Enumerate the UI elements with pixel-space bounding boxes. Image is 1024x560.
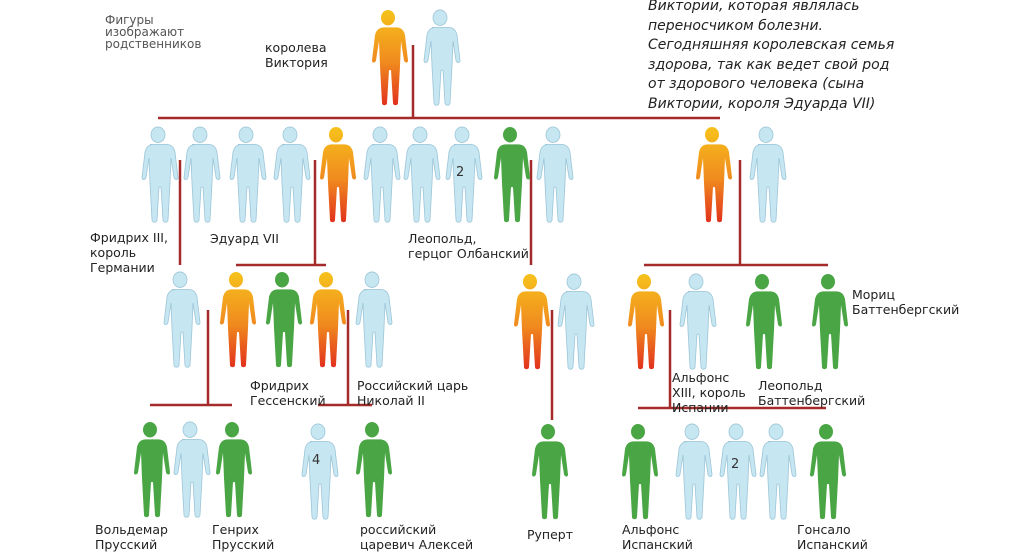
label-friedrich3: Фридрих III, король Германии (90, 230, 168, 275)
carrier-person-figure (372, 9, 408, 106)
healthy-person-figure (229, 126, 267, 223)
label-alfonso13: Альфонс XIII, король Испании (672, 370, 746, 415)
label-alfonso: Альфонс Испанский (622, 522, 693, 552)
healthy-person-figure (445, 126, 483, 223)
figures (134, 9, 848, 520)
carrier-person-figure (320, 126, 356, 223)
hemophiliac-person-figure (810, 423, 846, 520)
healthy-person-figure (363, 126, 401, 223)
label-heinrich: Генрих Прусский (212, 522, 275, 552)
healthy-person-figure (423, 9, 461, 106)
figure-number: 2 (731, 457, 739, 472)
healthy-person-figure (557, 273, 595, 370)
carrier-person-figure (310, 271, 346, 368)
carrier-person-figure (514, 273, 550, 370)
healthy-person-figure (183, 126, 221, 223)
healthy-person-figure (403, 126, 441, 223)
healthy-person-figure (163, 271, 201, 368)
label-friedrich-hesse: Фридрих Гессенский (250, 378, 326, 408)
healthy-person-figure (355, 271, 393, 368)
label-nicholas2: Российский царь Николай II (357, 378, 469, 408)
hemophiliac-person-figure (622, 423, 658, 520)
healthy-person-figure (536, 126, 574, 223)
hemophiliac-person-figure (812, 273, 848, 370)
label-leopold: Леопольд, герцог Олбанский (408, 231, 529, 261)
hemophiliac-person-figure (356, 421, 392, 518)
legend-text: Фигуры изображают родственников (105, 13, 202, 51)
healthy-person-figure (173, 421, 211, 518)
figure-number: 2 (456, 165, 464, 180)
healthy-person-figure (749, 126, 787, 223)
hemophiliac-person-figure (746, 273, 782, 370)
hemophiliac-person-figure (266, 271, 302, 368)
label-alexei: российский царевич Алексей (360, 522, 474, 552)
hemophiliac-person-figure (134, 421, 170, 518)
hemophiliac-person-figure (494, 126, 530, 223)
carrier-person-figure (220, 271, 256, 368)
label-waldemar: Вольдемар Прусский (95, 522, 168, 552)
connector-lines (150, 45, 828, 420)
label-rupert: Руперт (527, 527, 574, 542)
hemophiliac-person-figure (532, 423, 568, 520)
figure-number: 4 (312, 453, 320, 468)
healthy-person-figure (679, 273, 717, 370)
carrier-person-figure (696, 126, 732, 223)
healthy-person-figure (719, 423, 757, 520)
label-moritz: Мориц Баттенбергский (852, 287, 960, 317)
carrier-person-figure (628, 273, 664, 370)
healthy-person-figure (141, 126, 179, 223)
healthy-person-figure (675, 423, 713, 520)
note-text: Виктории, которая являлась переносчиком … (648, 0, 895, 112)
label-edward7: Эдуард VII (210, 231, 279, 246)
label-leopold-battenberg: Леопольд Баттенбергский (758, 378, 866, 408)
hemophiliac-person-figure (216, 421, 252, 518)
healthy-person-figure (273, 126, 311, 223)
label-gonzalo: Гонсало Испанский (797, 522, 868, 552)
healthy-person-figure (759, 423, 797, 520)
label-victoria: королева Виктория (265, 40, 328, 70)
healthy-person-figure (301, 423, 339, 520)
